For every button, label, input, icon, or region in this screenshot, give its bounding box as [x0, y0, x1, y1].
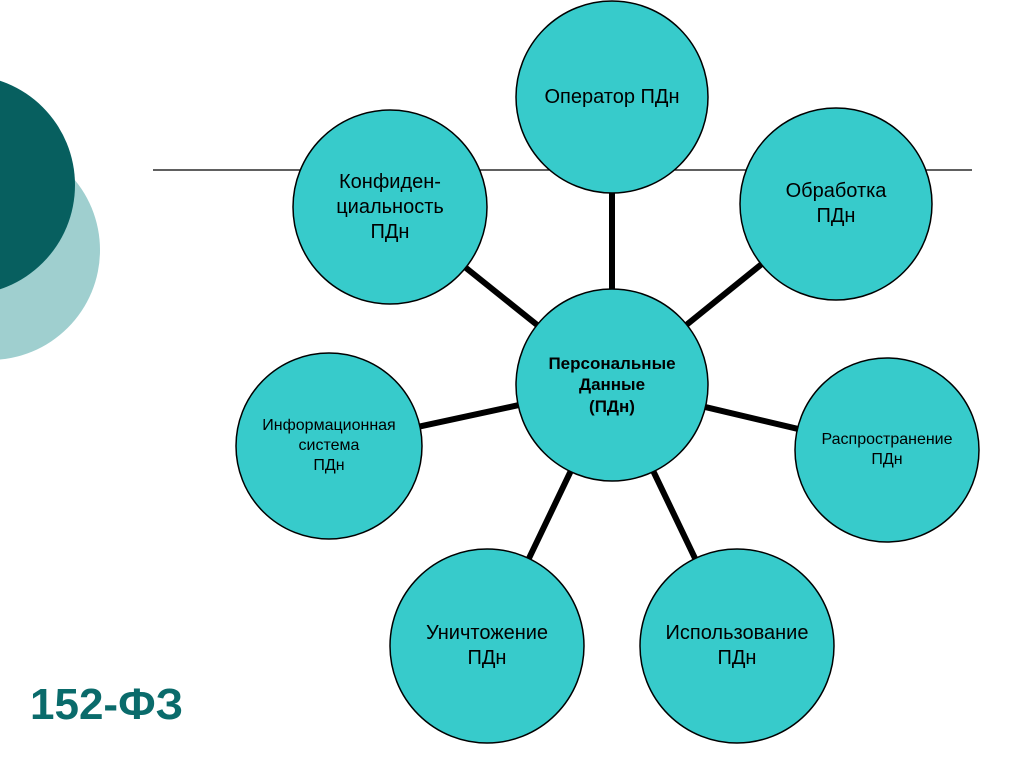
node-circle-processing — [739, 107, 933, 301]
node-label-processing: Обработка ПДн — [785, 180, 887, 227]
connector-processing — [684, 262, 764, 327]
node-label-distribution: Распространение ПДн — [821, 431, 953, 468]
node-circle-info-system — [235, 352, 423, 540]
law-code-label: 152-ФЗ — [30, 680, 184, 729]
center-node-label: Персональные Данные (ПДн) — [548, 354, 676, 416]
connector-usage — [650, 470, 698, 560]
connector-info-system — [419, 402, 519, 430]
node-circle-distribution — [794, 357, 980, 543]
node-circle-usage — [639, 548, 835, 744]
node-circle-operator — [515, 0, 709, 194]
node-label-info-system: Информационная система ПДн — [262, 417, 396, 474]
node-label-destruction: Уничтожение ПДн — [425, 622, 549, 669]
node-label-operator: Оператор ПДн — [544, 85, 680, 108]
connector-distribution — [704, 404, 799, 432]
connector-destruction — [526, 470, 574, 560]
center-node-circle — [515, 288, 709, 482]
node-circle-confidentiality — [292, 109, 488, 305]
connector-confidentiality — [463, 265, 539, 328]
deco-circle-dark — [0, 80, 75, 290]
node-label-confidentiality: Конфиден- циальность ПДн — [336, 170, 444, 243]
node-circle-destruction — [389, 548, 585, 744]
node-label-usage: Использование ПДн — [665, 622, 809, 669]
